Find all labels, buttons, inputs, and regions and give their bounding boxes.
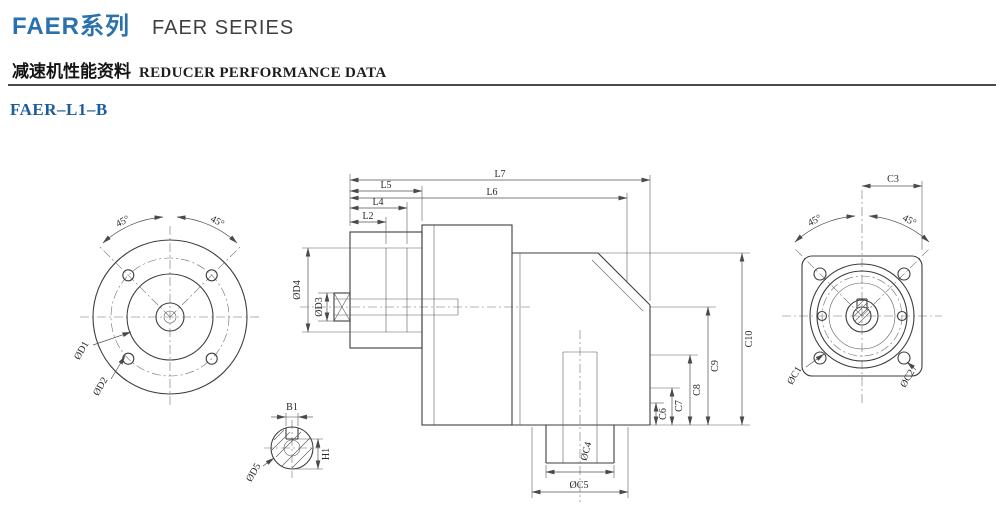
dim-label-c5: ØC5	[570, 480, 589, 491]
front-bolt-hole	[205, 352, 218, 365]
front-angle-left-label: 45°	[114, 214, 132, 230]
shaft-section-circle	[270, 426, 314, 470]
front-bolt-hole	[205, 269, 218, 282]
dim-label-d1: ØD1	[72, 340, 91, 362]
shaft-detail-view: B1 H1 ØD5	[244, 402, 332, 484]
dim-label-d3: ØD3	[314, 297, 325, 316]
front-angle-right-label: 45°	[208, 214, 226, 230]
perf-title-en: REDUCER PERFORMANCE DATA	[139, 65, 387, 81]
front-outer-circle	[92, 239, 248, 395]
dim-label-c10: C10	[744, 331, 755, 348]
gearbox-body-outline	[421, 224, 513, 426]
rear-bolt-hole	[897, 351, 911, 365]
dim-label-c1: ØC1	[785, 365, 804, 387]
dim-label-l5: L5	[380, 180, 391, 191]
header-divider	[8, 84, 996, 86]
performance-header: 减速机性能资料 REDUCER PERFORMANCE DATA	[12, 57, 386, 82]
series-title-cn: FAER系列	[12, 13, 131, 40]
series-title-en: FAER SERIES	[152, 17, 295, 39]
dim-label-l6: L6	[486, 187, 497, 198]
front-view: 45° 45° ØD1 ØD2	[72, 214, 260, 408]
model-code: FAER–L1–B	[10, 100, 108, 119]
dim-label-c6: C6	[658, 408, 669, 420]
dim-label-c4: ØC4	[579, 441, 595, 462]
rear-angle-left-label: 45°	[806, 213, 824, 229]
series-header: FAER系列 FAER SERIES	[12, 6, 294, 41]
rear-angle-right-label: 45°	[900, 213, 918, 229]
dim-label-b1: B1	[286, 402, 298, 413]
dim-label-l4: L4	[372, 197, 383, 208]
rear-bolt-hole	[813, 351, 827, 365]
perf-title-cn: 减速机性能资料	[12, 62, 131, 81]
dim-label-c7: C7	[674, 400, 685, 412]
dim-label-c2: ØC2	[898, 368, 917, 390]
rear-flange-outline	[801, 255, 923, 377]
dim-label-c9: C9	[710, 360, 721, 372]
side-view: L7 L5 L6 L4 L2 ØD4 ØD3 C6 C7 C8 C9 C10	[292, 169, 755, 502]
dim-label-d4: ØD4	[292, 280, 303, 299]
dim-label-h1: H1	[321, 448, 332, 460]
dim-label-d5: ØD5	[244, 462, 263, 484]
front-bolt-hole	[122, 269, 135, 282]
dim-label-d2: ØD2	[91, 376, 110, 398]
rear-bolt-hole	[813, 267, 827, 281]
dim-label-c8: C8	[692, 384, 703, 396]
rear-bolt-hole	[897, 267, 911, 281]
dim-label-l2: L2	[362, 211, 373, 222]
rear-view: C3 45° 45° ØC1 ØC2	[782, 174, 942, 404]
dim-label-l7: L7	[494, 169, 505, 180]
dim-label-c3: C3	[887, 174, 899, 185]
